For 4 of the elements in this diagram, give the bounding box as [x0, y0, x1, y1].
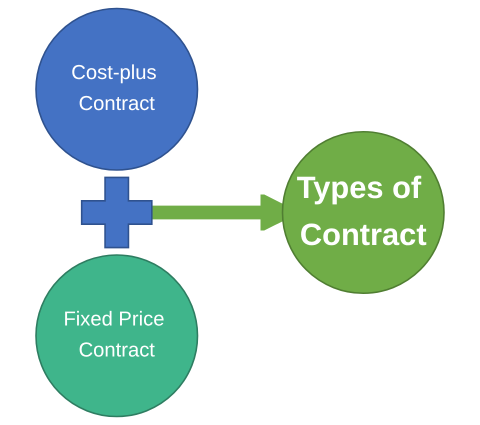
node-circle: Cost-plus Contract [35, 8, 198, 171]
node-circle: Types of Contract [282, 130, 445, 294]
node-circle: Fixed Price Contract [35, 254, 198, 418]
node-plus [80, 176, 153, 248]
